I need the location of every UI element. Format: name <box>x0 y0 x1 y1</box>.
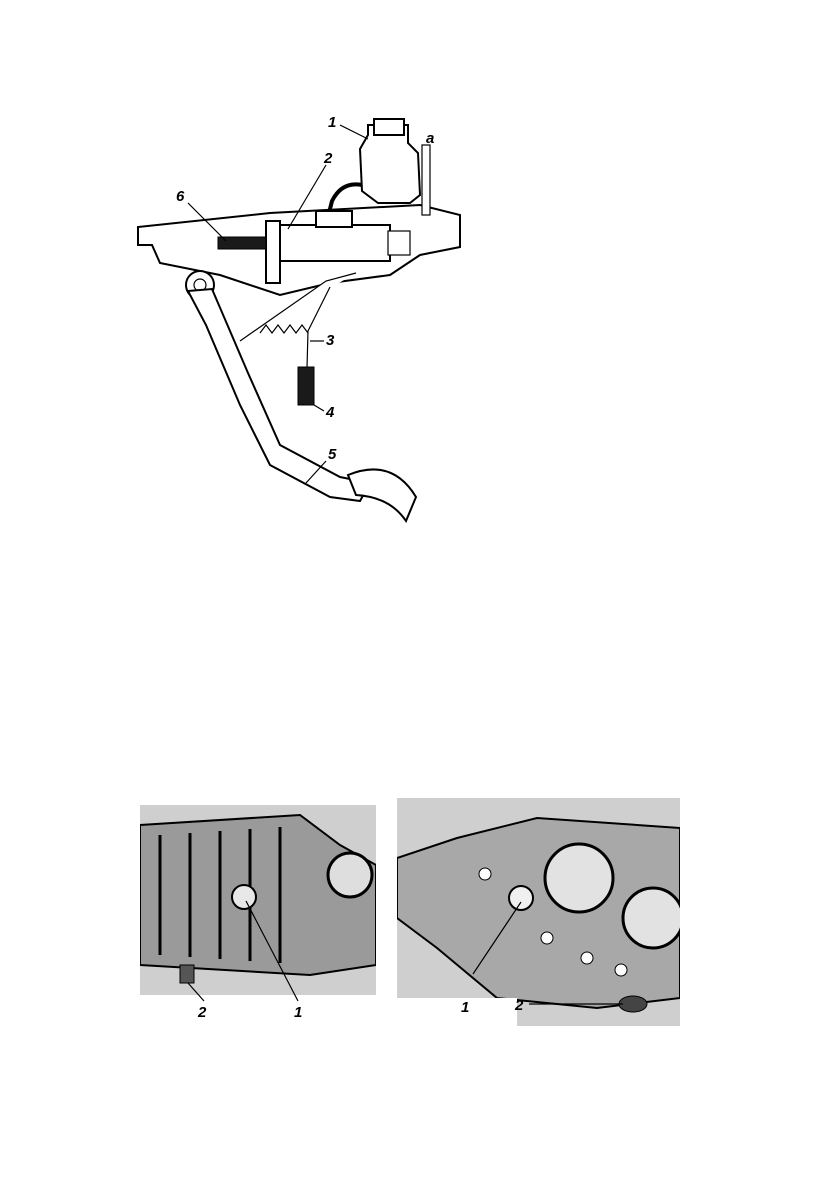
bolt <box>581 952 593 964</box>
gearbox-photo-right: 1 2 <box>397 798 680 1026</box>
pedal-arm <box>188 289 370 501</box>
cylinder-inlet <box>316 211 352 227</box>
fluid-reservoir <box>360 125 420 203</box>
bolt <box>479 868 491 880</box>
pedal-pad <box>348 469 416 521</box>
callout-right-1: 1 <box>461 999 469 1016</box>
label-strip <box>140 995 376 1025</box>
bracket-plate <box>422 145 430 215</box>
bolt <box>541 932 553 944</box>
cylinder-flange <box>266 221 280 283</box>
leader-4 <box>314 405 324 411</box>
bearing-housing-upper <box>545 844 613 912</box>
filler-plug <box>232 885 256 909</box>
push-rod <box>218 237 266 249</box>
callout-2: 2 <box>323 150 333 167</box>
return-spring <box>260 325 308 333</box>
gearbox-photo-left-drawing: 1 2 <box>140 805 376 1025</box>
bolt <box>615 964 627 976</box>
output-flange <box>328 853 372 897</box>
gearbox-photo-right-drawing: 1 2 <box>397 798 680 1026</box>
callout-3: 3 <box>326 332 335 349</box>
callout-right-2: 2 <box>514 997 524 1014</box>
clutch-pedal-drawing: 1 2 3 4 5 6 a <box>130 105 470 525</box>
stop-screw <box>298 367 314 405</box>
bearing-housing-lower <box>623 888 680 948</box>
reservoir-cap <box>374 119 404 135</box>
master-cylinder <box>270 225 390 261</box>
callout-6: 6 <box>176 188 185 205</box>
clutch-pedal-diagram: 1 2 3 4 5 6 a <box>130 105 470 525</box>
leader-1 <box>340 125 368 139</box>
filler-plug <box>509 886 533 910</box>
label-strip <box>397 998 517 1026</box>
callout-left-2: 2 <box>197 1004 207 1021</box>
cylinder-end <box>388 231 410 255</box>
callout-1: 1 <box>328 114 336 131</box>
drain-plug <box>180 965 194 983</box>
gearbox-photo-left: 1 2 <box>140 805 376 1025</box>
callout-a: a <box>426 130 434 147</box>
drain-plug <box>619 996 647 1012</box>
callout-4: 4 <box>325 404 335 421</box>
callout-left-1: 1 <box>294 1004 302 1021</box>
callout-5: 5 <box>328 446 337 463</box>
